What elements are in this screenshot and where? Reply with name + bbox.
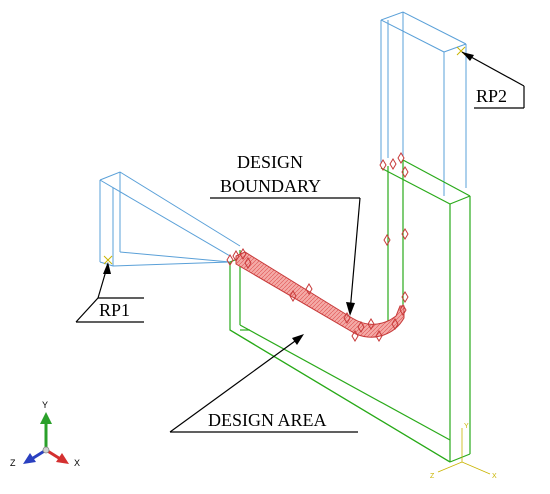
rp1-label: RP1 bbox=[99, 300, 130, 320]
upper-reference-box bbox=[380, 11, 467, 196]
design-area-label: DESIGN AREA bbox=[208, 410, 327, 430]
boundary-node-markers bbox=[226, 152, 409, 342]
triad-z-label: Z bbox=[10, 458, 16, 468]
rp2-callout: RP2 bbox=[461, 51, 525, 109]
rp2-label: RP2 bbox=[476, 86, 507, 106]
rp1-callout: RP1 bbox=[75, 262, 144, 323]
design-boundary-label-line2: BOUNDARY bbox=[220, 176, 321, 196]
design-boundary-callout: DESIGN BOUNDARY bbox=[210, 152, 361, 316]
local-axis-triad: Y X Z bbox=[430, 423, 497, 480]
local-triad-z-label: Z bbox=[430, 473, 435, 480]
global-axis-triad: Y X Z bbox=[10, 400, 80, 468]
design-boundary-label-line1: DESIGN bbox=[237, 152, 303, 172]
triad-y-label: Y bbox=[42, 400, 48, 410]
local-triad-x-label: X bbox=[492, 473, 497, 480]
design-area-callout: DESIGN AREA bbox=[169, 334, 358, 433]
left-reference-box bbox=[99, 171, 241, 267]
design-area-box bbox=[229, 159, 471, 463]
local-triad-y-label: Y bbox=[464, 423, 469, 430]
rp1-marker bbox=[103, 255, 113, 265]
design-boundary-region bbox=[235, 251, 405, 338]
triad-x-label: X bbox=[74, 458, 80, 468]
